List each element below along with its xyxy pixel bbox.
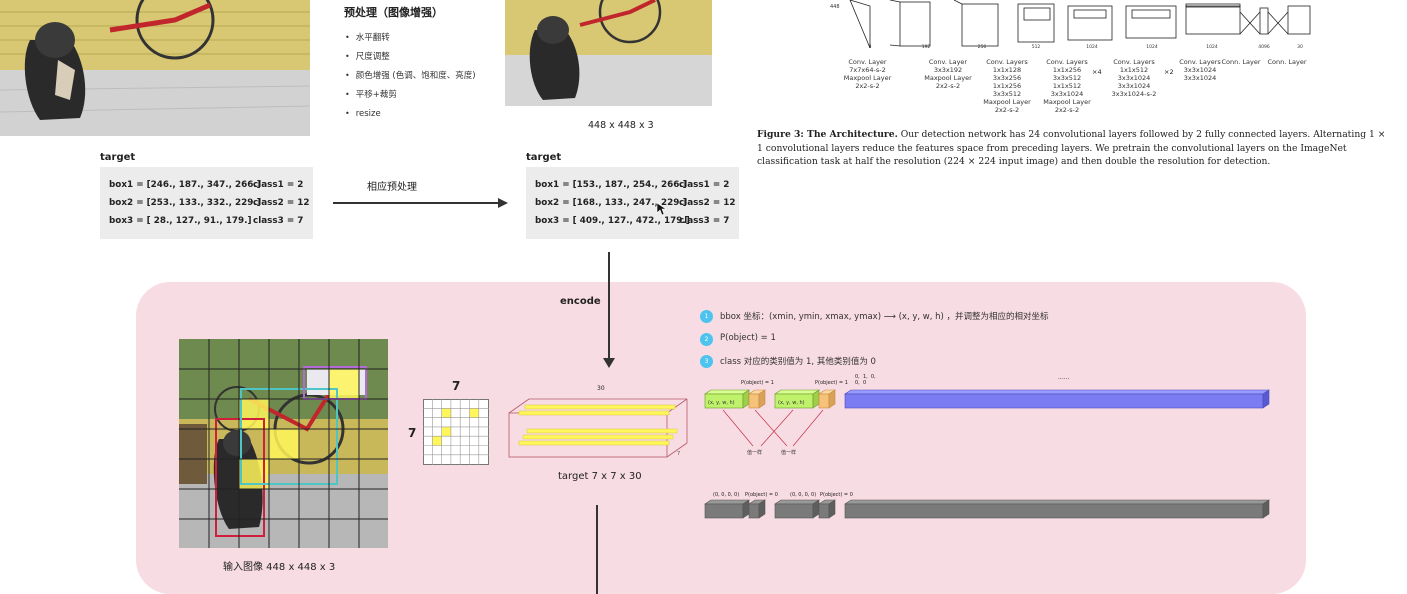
encoded-vector: (x, y, w, h) (x, y, w, h) 值一样 值一样 [704,389,1270,456]
input-image-grid [179,339,388,548]
caption-text: Our detection network has 24 convolution… [757,129,1386,167]
pobj-label: P(object) = 1 [741,380,774,386]
caption-bold: Figure 3: The Architecture. [757,129,898,140]
arch-layer-label: Conn. Layer [1267,58,1307,66]
target-left-box: box1 = [246., 187., 347., 266.] class1 =… [100,167,313,239]
dim-label: 1024 [1206,44,1218,50]
arch-layer-label: Conn. Layer [1221,58,1261,66]
note-number-badge: 1 [700,310,713,323]
architecture-blocks: 448 3 192 256 512 1024 1024 1024 4096 30 [830,0,1311,50]
dim-label: 256 [978,44,987,50]
preprocess-arrow [333,198,508,208]
repeat-mark: ×2 [1164,68,1174,76]
empty-vector [704,499,1270,519]
pobj-label: P(object) = 1 [815,380,848,386]
target-class: class3 = 7 [253,216,304,226]
dog-bike-photo-resized [505,0,712,106]
empty-pobj-label: P(object) = 0 [820,492,853,498]
svg-text:448: 448 [830,4,840,10]
original-photo [0,0,310,136]
repeat-mark: ×4 [1092,68,1102,76]
dim-label: 3 [869,44,872,50]
target-class: class2 = 12 [679,198,736,208]
empty-pobj-label: P(object) = 0 [745,492,778,498]
encode-arrow [603,252,615,368]
seven-by-seven-grid [423,399,489,465]
target-tensor-box: 7 [508,398,688,458]
preprocess-item: resize [345,104,476,123]
note-number-badge: 3 [700,355,713,368]
encode-label: encode [560,296,601,307]
arch-layer-label: Conv. Layers 1x1x128 3x3x256 1x1x256 3x3… [983,58,1031,114]
preprocess-item: 水平翻转 [345,28,476,47]
architecture-caption: Figure 3: The Architecture. Our detectio… [757,128,1387,169]
mouse-cursor-icon [656,202,666,216]
note-text: P(object) = 1 [720,333,776,343]
empty-xywh-label: (0, 0, 0, 0) [713,492,740,498]
same-value-label: 值一样 [781,449,796,456]
dim-label: 192 [922,44,931,50]
xywh-label: (x, y, w, h) [708,400,735,406]
note-text: class 对应的类别值为 1, 其他类别值为 0 [720,357,876,367]
arch-layer-label: Conv. Layer 3x3x192 Maxpool Layer 2x2-s-… [924,58,972,90]
target-right-title: target [526,152,562,163]
input-image-label: 输入图像 448 x 448 x 3 [223,562,336,573]
target-box-row: box2 = [253., 133., 332., 229.] [109,198,261,208]
target-box-row: box1 = [246., 187., 347., 266.] [109,180,261,190]
note-text: bbox 坐标：(xmin, ymin, xmax, ymax) ⟶ (x, y… [720,312,1049,322]
arch-layer-label: Conv. Layer 7x7x64-s-2 Maxpool Layer 2x2… [843,58,892,90]
dim-label: 30 [1297,44,1303,50]
input-image [179,339,388,548]
target-box-row: box1 = [153., 187., 254., 266.] [535,180,687,190]
target-class: class3 = 7 [679,216,730,226]
resized-size-label: 448 x 448 x 3 [588,120,654,131]
tensor-side-label: 7 [677,451,680,457]
target-box-row: box3 = [ 409., 127., 472., 179.] [535,216,690,226]
target-left-title: target [100,152,136,163]
output-line [596,505,598,594]
dim-label: 1024 [1146,44,1158,50]
target-class: class2 = 12 [253,198,310,208]
preprocess-item: 平移+裁剪 [345,85,476,104]
dim-label: 4096 [1258,44,1270,50]
preprocess-item: 尺度调整 [345,47,476,66]
arch-layer-label: Conv. Layers 3x3x1024 3x3x1024 [1179,58,1221,82]
tensor-depth-label: 30 [597,385,605,392]
grid-rows-label: 7 [408,426,417,440]
target-box-row: box3 = [ 28., 127., 91., 179.] [109,216,252,226]
architecture-figure: 448 3 192 256 512 1024 1024 1024 4096 30… [830,0,1330,125]
dim-label: 1024 [1086,44,1098,50]
preprocess-arrow-label: 相应预处理 [367,182,417,193]
dog-bike-photo-left [0,0,310,136]
preprocess-item: 颜色增强 (色调、饱和度、亮度) [345,66,476,85]
same-value-label: 值一样 [747,449,762,456]
target-box-row: box2 = [168., 133., 247., 229.] [535,198,687,208]
empty-xywh-label: (0, 0, 0, 0) [790,492,817,498]
preprocess-list: 水平翻转 尺度调整 颜色增强 (色调、饱和度、亮度) 平移+裁剪 resize [345,28,476,123]
resized-photo [505,0,712,106]
grid-cols-label: 7 [452,379,461,393]
target-class: class1 = 2 [253,180,304,190]
target-tensor-label: target 7 x 7 x 30 [558,471,642,482]
target-right-box: box1 = [153., 187., 254., 266.] class1 =… [526,167,739,239]
preprocess-title: 预处理（图像增强） [344,6,443,19]
ellipsis-label: ...... [1058,374,1070,381]
arch-layer-label: Conv. Layers 1x1x512 3x3x1024 3x3x1024 3… [1111,58,1157,98]
class-values-label: 0, 1, 0, 0, 0 [855,374,876,386]
xywh-label: (x, y, w, h) [778,400,805,406]
dim-label: 512 [1032,44,1041,50]
note-number-badge: 2 [700,333,713,346]
arch-layer-label: Conv. Layers 1x1x256 3x3x512 1x1x512 3x3… [1043,58,1091,114]
target-class: class1 = 2 [679,180,730,190]
